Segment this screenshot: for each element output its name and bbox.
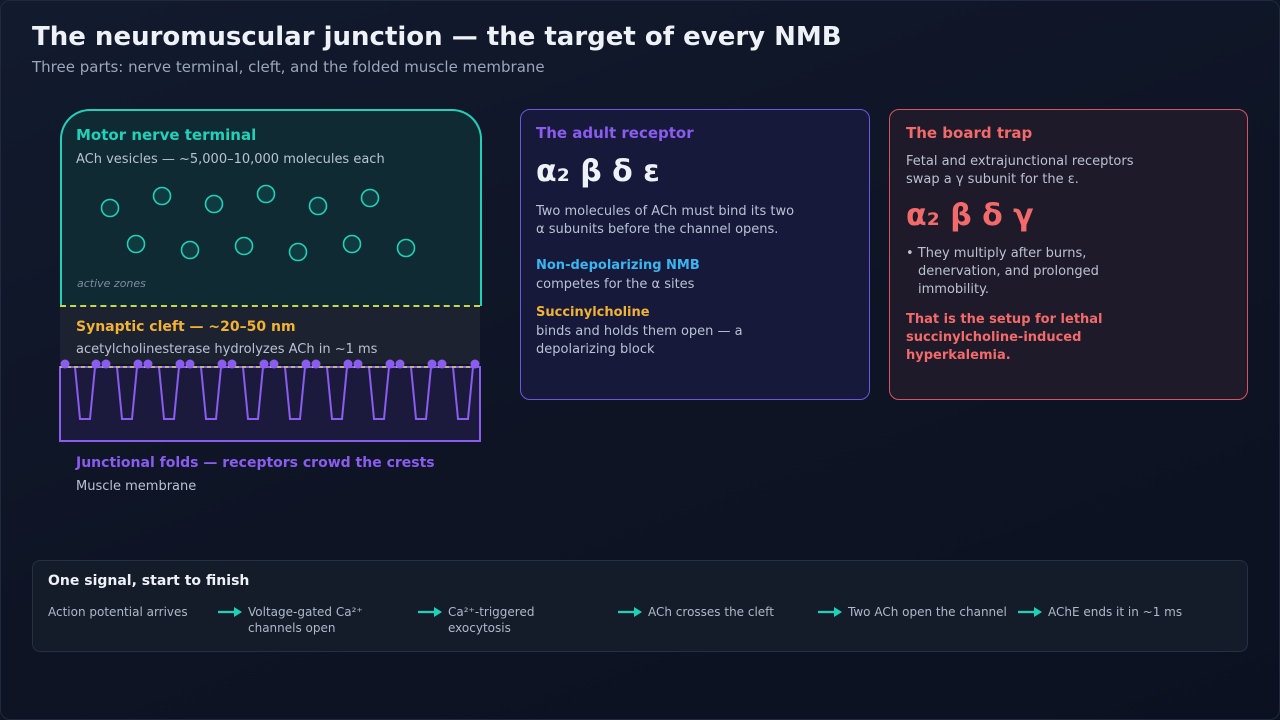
receptor [91, 359, 101, 369]
vesicle [360, 188, 380, 208]
receptor [343, 359, 353, 369]
muscle-membrane-box [59, 366, 481, 442]
vesicle [180, 240, 200, 260]
receptor [60, 359, 70, 369]
adult-receptor-title: The adult receptor [536, 124, 694, 142]
receptor [259, 359, 269, 369]
board-trap-bullet: • They multiply after burns, denervation… [906, 246, 1099, 297]
nondepolarizing-title: Non-depolarizing NMB [536, 258, 700, 273]
arrow-right-icon [1018, 607, 1042, 617]
receptor [437, 359, 447, 369]
arrow-right-icon [418, 607, 442, 617]
receptor [311, 359, 321, 369]
vesicle [100, 198, 120, 218]
signal-step: Voltage-gated Ca²⁺channels open [248, 605, 363, 635]
receptor [427, 359, 437, 369]
adult-receptor-formula: α₂ β δ ε [536, 154, 660, 189]
board-trap-title: The board trap [906, 124, 1033, 142]
nerve-terminal-title: Motor nerve terminal [76, 126, 257, 144]
receptor [133, 359, 143, 369]
receptor [175, 359, 185, 369]
receptor [217, 359, 227, 369]
signal-step: ACh crosses the cleft [648, 605, 774, 619]
page-subtitle: Three parts: nerve terminal, cleft, and … [32, 58, 545, 76]
arrow-right-icon [218, 607, 242, 617]
signal-step: Two ACh open the channel [848, 605, 1007, 619]
active-zones-label: active zones [77, 277, 146, 290]
junctional-folds-diagram [59, 359, 481, 442]
receptor [227, 359, 237, 369]
arrow-right-icon [818, 607, 842, 617]
receptor [385, 359, 395, 369]
vesicle-group [100, 184, 416, 262]
nerve-terminal-shape [60, 109, 482, 306]
vesicle [234, 236, 254, 256]
succinylcholine-text: binds and holds them open — a depolarizi… [536, 324, 743, 357]
page-title: The neuromuscular junction — the target … [32, 22, 842, 52]
vesicle [308, 196, 328, 216]
receptor [470, 359, 480, 369]
board-trap-card: The board trap Fetal and extrajunctional… [889, 109, 1248, 400]
vesicle [396, 238, 416, 258]
board-trap-intro: Fetal and extrajunctional receptors swap… [906, 154, 1134, 187]
receptor [101, 359, 111, 369]
adult-receptor-card: The adult receptor α₂ β δ ε Two molecule… [520, 109, 870, 400]
junctional-folds-title: Junctional folds — receptors crowd the c… [76, 455, 435, 471]
signal-panel-title: One signal, start to finish [48, 573, 250, 589]
receptor [143, 359, 153, 369]
synaptic-cleft-band [60, 306, 480, 364]
succinylcholine-title: Succinylcholine [536, 305, 650, 320]
nerve-terminal-subtitle: ACh vesicles — ~5,000–10,000 molecules e… [76, 152, 385, 167]
fetal-receptor-formula: α₂ β δ γ [906, 198, 1034, 233]
receptor [301, 359, 311, 369]
synaptic-cleft-title: Synaptic cleft — ~20–50 nm [76, 319, 296, 335]
signal-panel [32, 560, 1248, 652]
junctional-folds-subtitle: Muscle membrane [76, 479, 197, 494]
vesicle [288, 242, 308, 262]
signal-step: Action potential arrives [48, 605, 188, 619]
nondepolarizing-text: competes for the α sites [536, 277, 695, 292]
signal-step: AChE ends it in ~1 ms [1048, 605, 1183, 619]
presynaptic-membrane-line [60, 305, 480, 307]
hyperkalemia-warning: That is the setup for lethal succinylcho… [906, 312, 1103, 363]
receptor [353, 359, 363, 369]
synaptic-cleft-subtitle: acetylcholinesterase hydrolyzes ACh in ~… [76, 342, 378, 357]
receptor [185, 359, 195, 369]
vesicle [256, 184, 276, 204]
vesicle [126, 234, 146, 254]
receptor [269, 359, 279, 369]
vesicle [152, 186, 172, 206]
receptor-cluster-group [60, 359, 480, 369]
adult-receptor-description: Two molecules of ACh must bind its two α… [536, 204, 795, 237]
arrow-right-icon [618, 607, 642, 617]
vesicle [204, 194, 224, 214]
vesicle [342, 234, 362, 254]
receptor [395, 359, 405, 369]
